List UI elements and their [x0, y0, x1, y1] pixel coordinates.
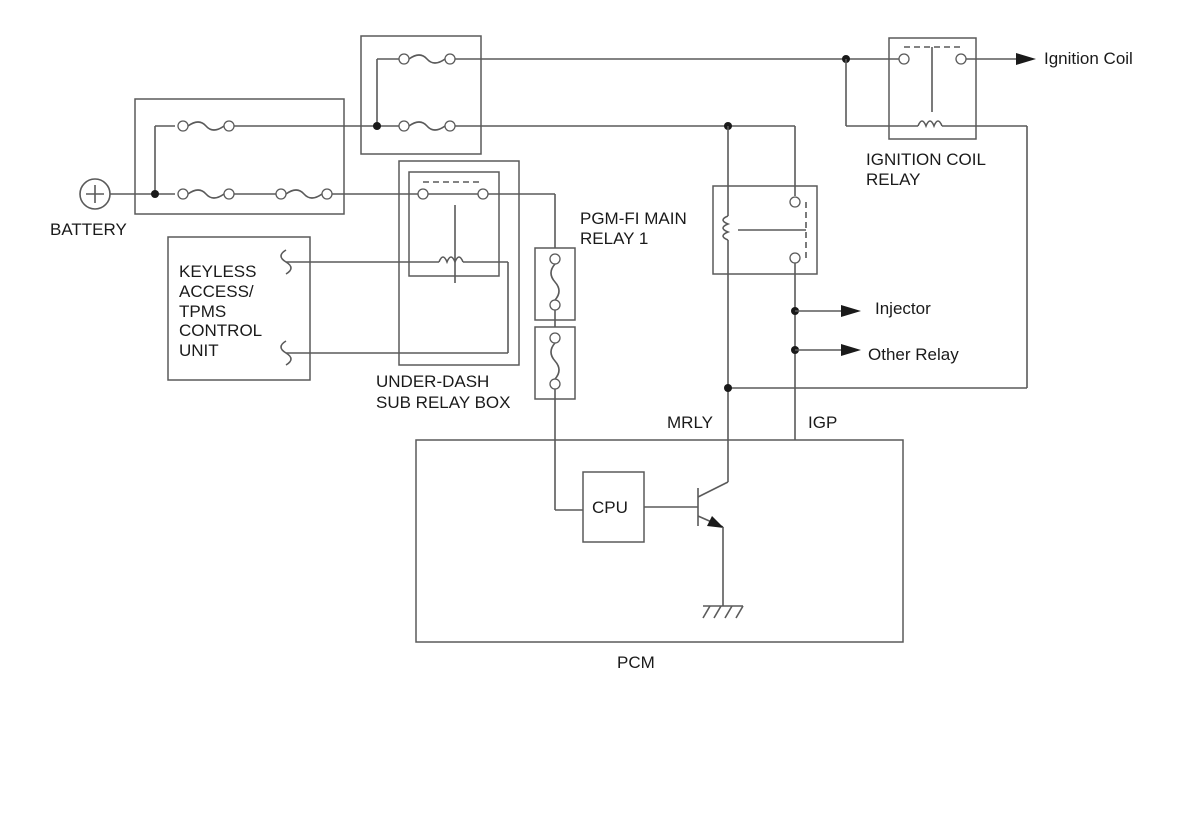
under-dash-label-2: SUB RELAY BOX [376, 393, 510, 412]
ignition-coil-relay-label-1: IGNITION COIL [866, 150, 986, 169]
ignition-coil-relay-label-2: RELAY [866, 170, 921, 189]
battery-symbol [79, 178, 111, 210]
fuse-2 [177, 188, 235, 200]
arrow-icon [841, 305, 861, 317]
underhood-fuse-box [134, 98, 345, 215]
transistor-symbol [697, 440, 729, 606]
arrow-icon [841, 344, 861, 356]
pgmfi-main-relay-box [712, 185, 818, 275]
pcm-label: PCM [617, 653, 655, 672]
mrly-label: MRLY [667, 413, 713, 432]
fuse-1 [177, 120, 235, 132]
keyless-label-5: UNIT [179, 341, 219, 360]
under-dash-sub-relay-box [398, 160, 520, 366]
keyless-label-1: KEYLESS [179, 262, 257, 281]
keyless-access-unit-box [167, 236, 311, 381]
fuse-4 [398, 53, 456, 65]
injector-label: Injector [875, 299, 931, 318]
fuse-5 [398, 120, 456, 132]
ignition-coil-label: Ignition Coil [1044, 49, 1133, 68]
cpu-label: CPU [592, 498, 628, 517]
arrow-icon [1016, 53, 1036, 65]
keyless-label-4: CONTROL [179, 321, 262, 340]
ignition-coil-relay-box [888, 37, 977, 140]
keyless-label-3: TPMS [179, 302, 226, 321]
under-dash-label-1: UNDER-DASH [376, 372, 489, 391]
battery-label: BATTERY [50, 220, 127, 239]
igp-label: IGP [808, 413, 837, 432]
other-relay-label: Other Relay [868, 345, 959, 364]
pgmfi-label-2: RELAY 1 [580, 229, 648, 248]
sub-relay [408, 171, 500, 277]
ground-icon [702, 605, 744, 619]
keyless-label-2: ACCESS/ [179, 282, 254, 301]
fuse-3 [275, 188, 333, 200]
main-fuse-box [360, 35, 482, 155]
pcm-box [415, 439, 904, 643]
pgmfi-label-1: PGM-FI MAIN [580, 209, 687, 228]
battery-feed-wires [110, 125, 175, 195]
